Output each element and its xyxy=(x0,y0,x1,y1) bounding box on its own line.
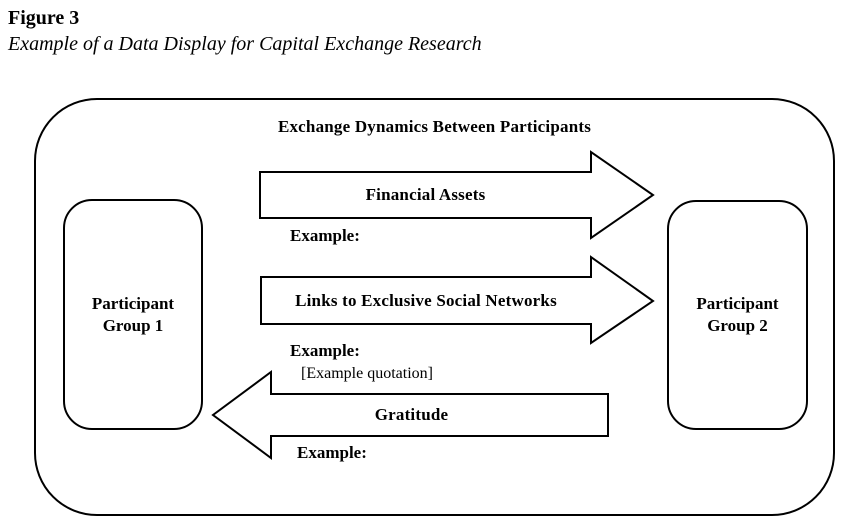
example-quotation-placeholder: [Example quotation] xyxy=(301,365,433,382)
social-networks-arrow-right xyxy=(260,255,655,345)
figure-caption: Example of a Data Display for Capital Ex… xyxy=(8,33,482,55)
participant-group-1-line2: Group 1 xyxy=(102,315,164,335)
diagram-title: Exchange Dynamics Between Participants xyxy=(277,117,592,136)
participant-group-2-box xyxy=(667,200,808,430)
participant-group-1-box xyxy=(63,199,203,430)
example-label-gratitude: Example: xyxy=(297,443,367,462)
gratitude-arrow-left xyxy=(211,370,609,460)
example-label-social-networks: Example: xyxy=(290,341,360,360)
flow-label-gratitude: Gratitude xyxy=(374,405,449,424)
participant-group-1-label: Participant Group 1 xyxy=(64,200,202,429)
participant-group-1-line1: Participant xyxy=(91,293,175,313)
participant-group-2-line2: Group 2 xyxy=(707,316,768,335)
participant-group-2-label: Participant Group 2 xyxy=(668,201,807,429)
example-label-financial-assets: Example: xyxy=(290,226,360,245)
flow-label-financial-assets: Financial Assets xyxy=(365,185,486,204)
participant-group-2-line1: Participant xyxy=(696,294,779,313)
figure-label: Figure 3 xyxy=(8,7,80,29)
financial-assets-arrow-right xyxy=(259,150,655,240)
flow-label-social-networks: Links to Exclusive Social Networks xyxy=(295,290,557,310)
